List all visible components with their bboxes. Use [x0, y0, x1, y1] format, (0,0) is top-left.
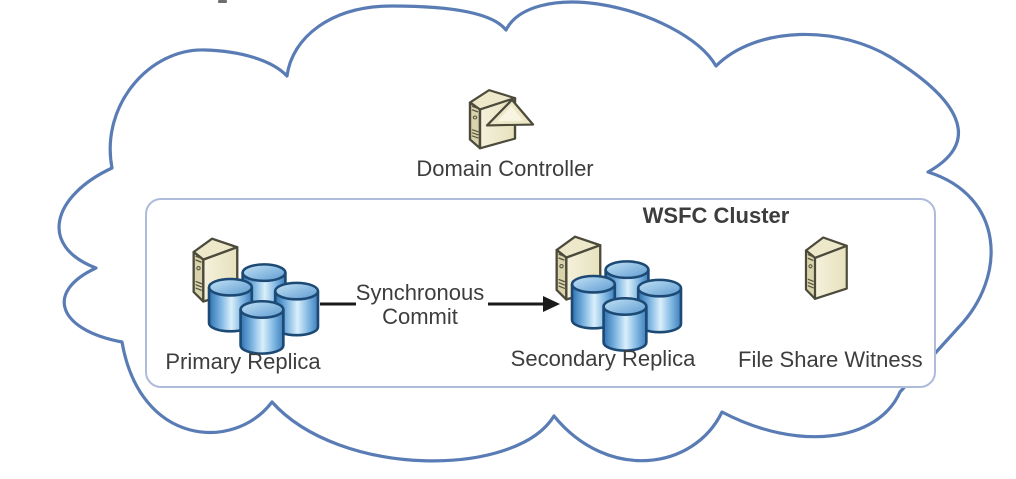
file-share-witness-label: File Share Witness	[738, 347, 923, 372]
sync-commit-label: Synchronous Commit	[349, 281, 491, 329]
arrowhead-icon	[543, 296, 560, 312]
sync-commit-label-line2: Commit	[382, 304, 458, 329]
domain-controller-label: Domain Controller	[416, 156, 594, 181]
secondary-replica-label: Secondary Replica	[510, 346, 696, 371]
sync-commit-label-line1: Synchronous	[355, 280, 485, 305]
wsfc-cluster-label: WSFC Cluster	[642, 203, 790, 228]
primary-replica-label: Primary Replica	[165, 349, 321, 374]
crop-artifact	[218, 0, 227, 3]
